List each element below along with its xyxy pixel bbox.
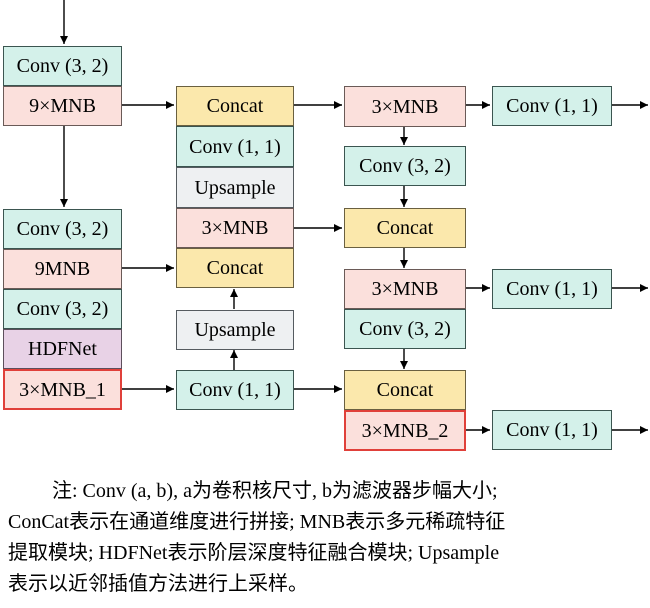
neck-upsample-block-2: Upsample	[176, 310, 294, 350]
output-conv-block-3: Conv (1, 1)	[492, 410, 612, 450]
note-line-4: 表示以近邻插值方法进行上采样。	[8, 573, 308, 595]
neck-mnb-block: 3×MNB	[176, 208, 294, 248]
note-line-3: 提取模块; HDFNet表示阶层深度特征融合模块; Upsample	[8, 542, 500, 564]
neck-concat-block-2: Concat	[176, 248, 294, 288]
backbone-conv-block-3: Conv (3, 2)	[3, 289, 122, 329]
neck-conv-block-2: Conv (1, 1)	[176, 370, 294, 410]
output-conv-block-1: Conv (1, 1)	[492, 86, 612, 126]
neck-upsample-block-1: Upsample	[176, 167, 294, 208]
hdfnet-block: HDFNet	[3, 329, 122, 369]
neck-concat-block-1: Concat	[176, 86, 294, 126]
note-line-1: 注: Conv (a, b), a为卷积核尺寸, b为滤波器步幅大小;	[52, 480, 498, 502]
connection-arrows	[60, 0, 648, 434]
backbone-mnb-block-2: 9MNB	[3, 249, 122, 289]
head-mnb2-block: 3×MNB_2	[344, 410, 466, 451]
head-conv-block-1: Conv (3, 2)	[344, 146, 466, 186]
backbone-conv-block-1: Conv (3, 2)	[3, 46, 122, 86]
head-mnb-block-1: 3×MNB	[344, 86, 466, 127]
head-mnb-block-2: 3×MNB	[344, 269, 466, 309]
head-concat-block-1: Concat	[344, 208, 466, 248]
head-concat-block-2: Concat	[344, 370, 466, 410]
output-conv-block-2: Conv (1, 1)	[492, 269, 612, 309]
neck-conv-block-1: Conv (1, 1)	[176, 126, 294, 167]
backbone-conv-block-2: Conv (3, 2)	[3, 209, 122, 249]
figure-note: 注: Conv (a, b), a为卷积核尺寸, b为滤波器步幅大小; ConC…	[8, 476, 644, 600]
head-conv-block-2: Conv (3, 2)	[344, 309, 466, 349]
note-line-2: ConCat表示在通道维度进行拼接; MNB表示多元稀疏特征	[8, 511, 506, 533]
backbone-mnb-block-1: 9×MNB	[3, 86, 122, 126]
backbone-mnb1-block: 3×MNB_1	[3, 369, 122, 410]
